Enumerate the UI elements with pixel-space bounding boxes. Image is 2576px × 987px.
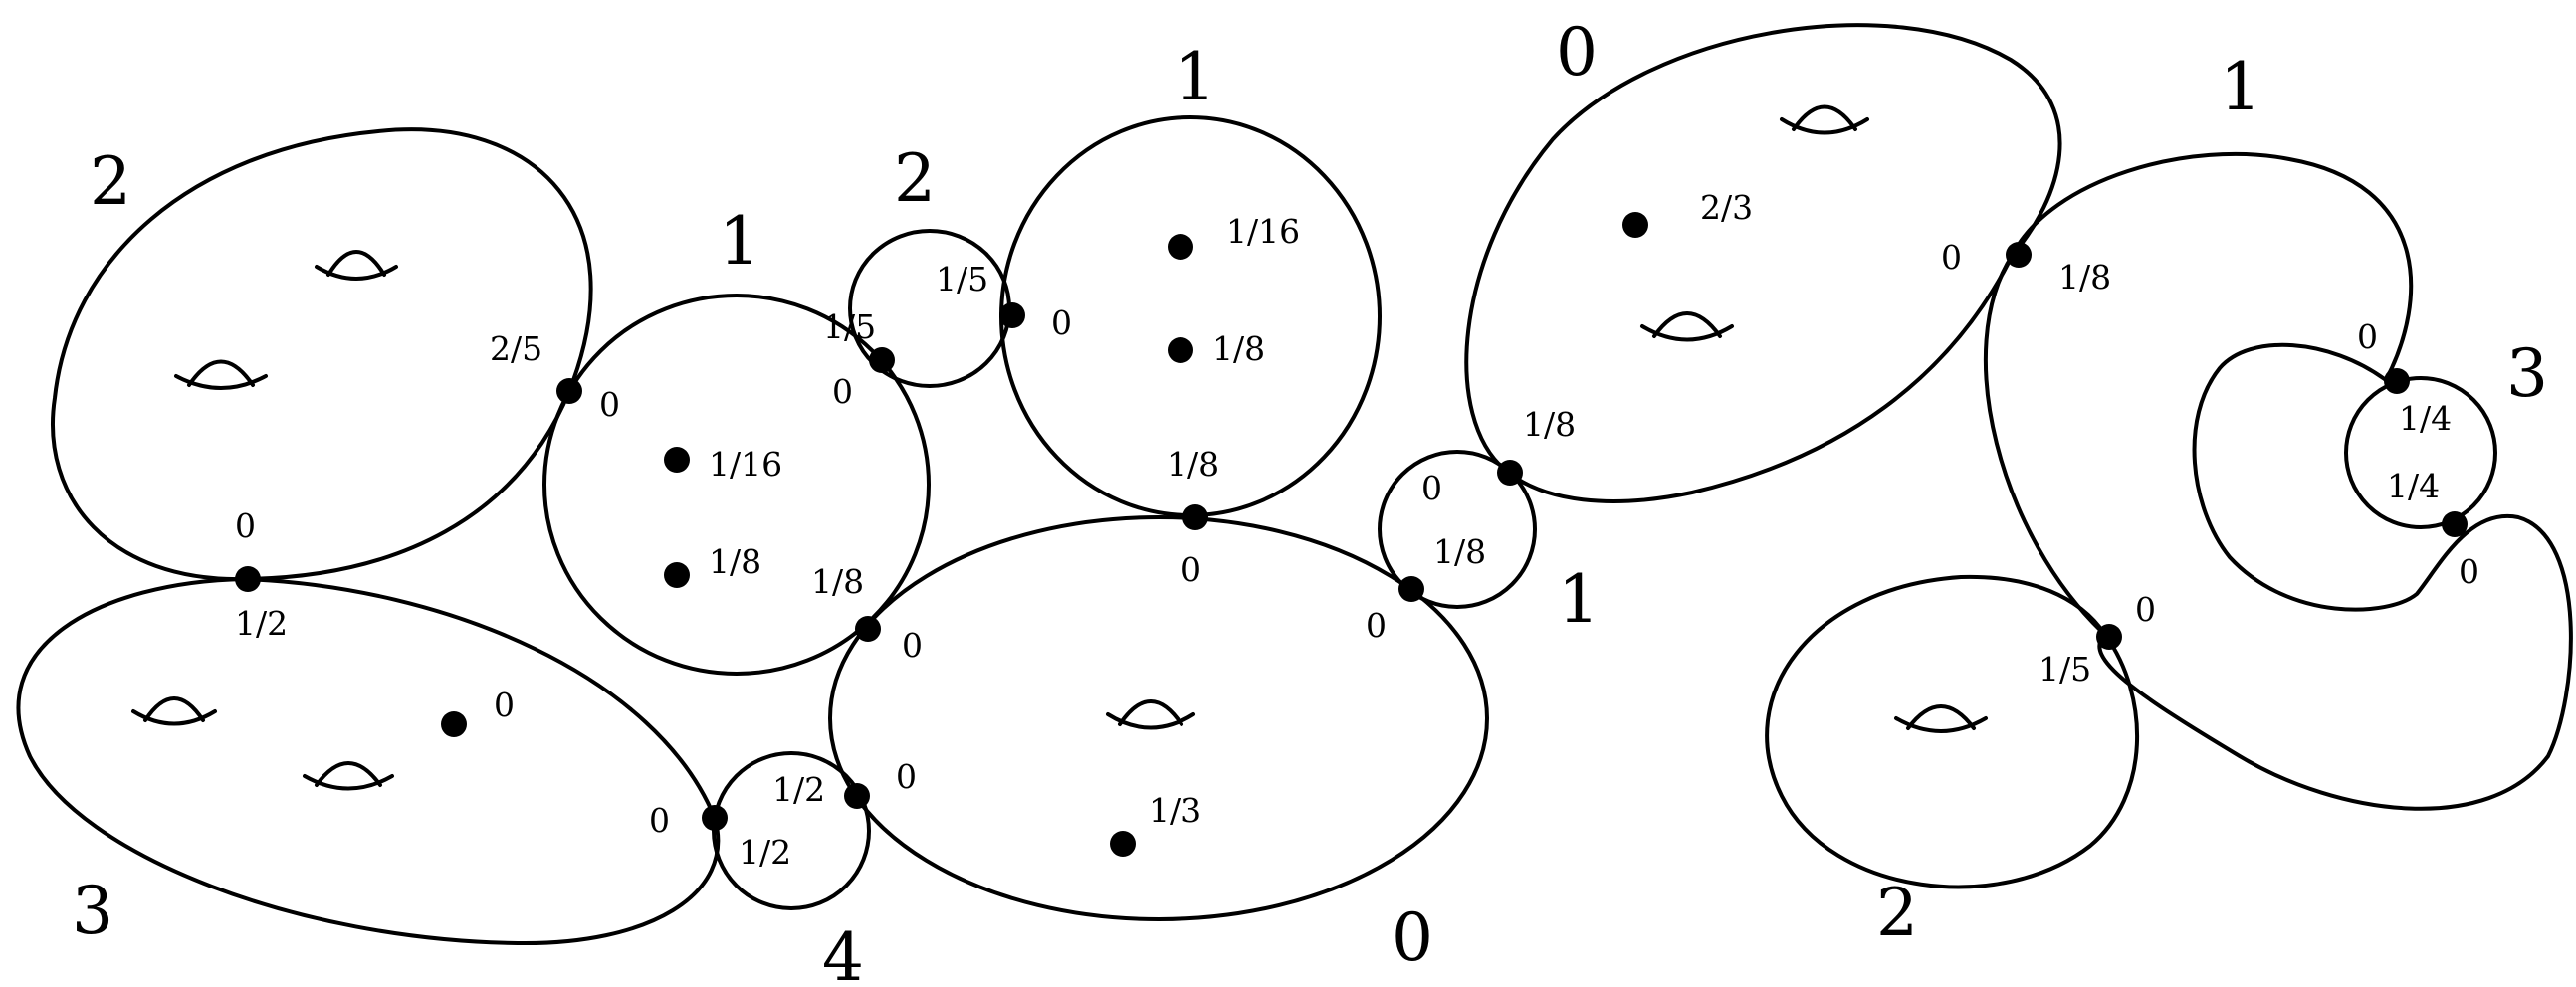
marked-point-label: 1/16 — [1226, 212, 1300, 251]
node-point — [2442, 511, 2468, 537]
handle-icon — [131, 696, 217, 726]
node-label: 0 — [2459, 552, 2479, 591]
marked-point-label: 1/16 — [709, 445, 782, 484]
node-label: 0 — [896, 757, 917, 796]
marked-point — [1168, 337, 1193, 363]
component-curve-c11 — [2344, 376, 2497, 529]
marked-point-label: 0 — [494, 686, 515, 724]
node-label: 0 — [832, 372, 853, 411]
component-curve-c12 — [1765, 574, 2139, 889]
node-label: 1/8 — [1433, 532, 1486, 571]
component-curve-c7 — [828, 515, 1489, 921]
node-label: 0 — [1181, 550, 1201, 589]
node-point — [844, 783, 870, 809]
node-point — [2006, 242, 2032, 268]
marked-point — [1168, 234, 1193, 260]
node-label: 1/5 — [2039, 650, 2091, 689]
node-label: 1/8 — [811, 562, 864, 601]
component-label: 3 — [2506, 335, 2548, 412]
node-label: 1/2 — [739, 833, 791, 872]
component-label: 0 — [1556, 14, 1598, 91]
node-point — [235, 566, 261, 592]
component-curve-c9 — [1464, 23, 2062, 503]
component-curve-c3 — [542, 294, 931, 676]
marked-point-label: 2/3 — [1700, 188, 1753, 227]
component-label: 3 — [72, 873, 113, 949]
component-label: 0 — [1392, 899, 1433, 976]
node-label: 0 — [1941, 238, 1962, 277]
node-point — [869, 347, 895, 373]
handle-icon — [303, 761, 394, 791]
node-point — [2096, 624, 2122, 650]
marked-point-label: 1/8 — [709, 542, 761, 581]
node-label: 1/5 — [823, 307, 876, 346]
node-point — [1398, 576, 1424, 602]
handle-icon — [315, 250, 398, 281]
node-label: 0 — [2357, 317, 2378, 356]
marked-point — [664, 562, 690, 588]
component-curve-c2 — [16, 577, 721, 946]
node-point — [702, 805, 728, 831]
component-label: 1 — [2220, 49, 2261, 125]
node-label: 0 — [599, 385, 620, 424]
component-label: 2 — [894, 140, 936, 217]
component-label: 1 — [1558, 561, 1600, 638]
node-label: 1/8 — [2058, 258, 2111, 296]
node-label: 1/8 — [1167, 445, 1219, 484]
marked-point — [1622, 212, 1648, 238]
node-label: 1/2 — [772, 770, 825, 809]
node-label: 1/8 — [1523, 405, 1576, 444]
marked-point — [664, 447, 690, 473]
node-label: 2/5 — [490, 329, 542, 368]
handle-icon — [1106, 699, 1195, 730]
component-label: 2 — [1876, 875, 1918, 951]
component-label: 4 — [822, 919, 864, 987]
handle-icon — [1894, 704, 1988, 733]
node-label: 0 — [649, 801, 670, 840]
component-curve-c8 — [1378, 450, 1537, 609]
node-label: 0 — [1051, 303, 1072, 342]
handle-icon — [174, 359, 268, 390]
node-label: 0 — [2135, 590, 2156, 629]
node-point — [1182, 504, 1208, 530]
node-label: 0 — [902, 626, 923, 665]
node-point — [1497, 460, 1523, 486]
component-curve-c6 — [712, 751, 871, 910]
marked-point — [441, 711, 467, 737]
handle-icon — [1640, 311, 1734, 342]
node-point — [999, 302, 1025, 328]
node-label: 1/2 — [235, 604, 288, 643]
node-label: 1/4 — [2399, 399, 2452, 438]
node-label: 1/5 — [936, 260, 988, 298]
node-point — [556, 378, 582, 404]
handle-icon — [1780, 104, 1869, 135]
node-label: 1/4 — [2387, 467, 2440, 505]
node-label: 0 — [1421, 469, 1442, 507]
node-point — [2384, 368, 2410, 394]
marked-point — [1110, 831, 1136, 857]
marked-point-label: 1/8 — [1212, 329, 1265, 368]
node-label: 0 — [235, 506, 256, 545]
component-label: 1 — [1175, 39, 1216, 115]
component-curve-c1 — [51, 127, 593, 582]
node-point — [855, 616, 881, 642]
marked-point-label: 1/3 — [1149, 791, 1201, 830]
component-label: 1 — [719, 203, 760, 280]
node-label: 0 — [1366, 606, 1387, 645]
component-curve-c10 — [1983, 151, 2573, 811]
component-label: 2 — [90, 143, 131, 220]
